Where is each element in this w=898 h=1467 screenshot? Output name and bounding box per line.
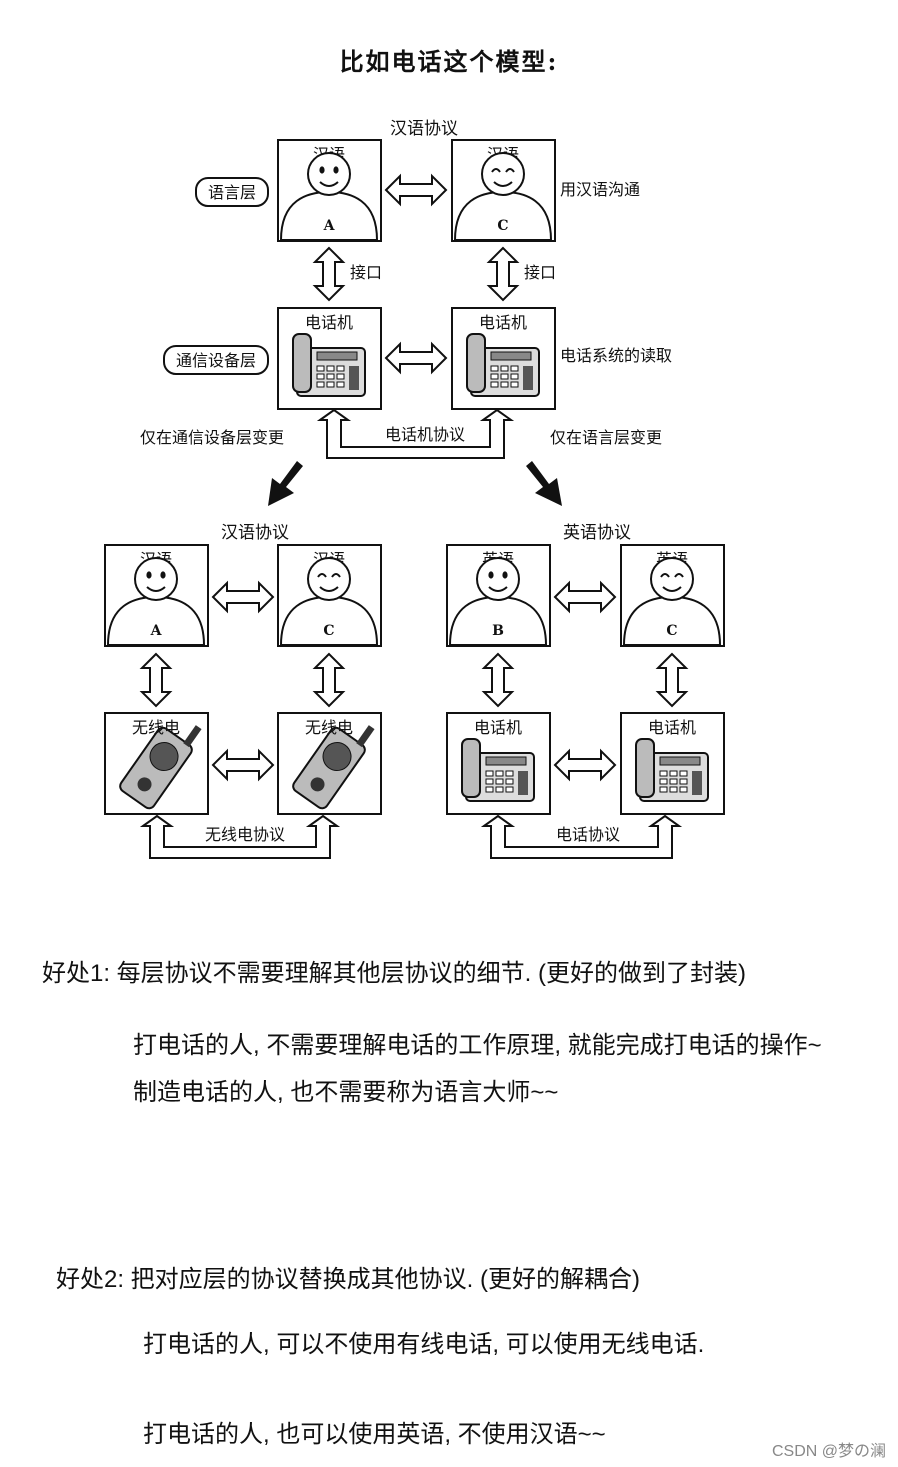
double-arrow-icon — [212, 582, 274, 612]
arrow-down-right-icon — [526, 461, 562, 506]
watermark: CSDN @梦の澜 — [771, 1443, 886, 1460]
device-box-br-1: 电话机 — [446, 712, 551, 815]
double-arrow-icon — [212, 750, 274, 780]
double-arrow-icon — [554, 750, 616, 780]
double-arrow-icon — [483, 653, 513, 707]
layer-badge-comm — [163, 345, 269, 375]
person-box-bl-1: 汉语 A — [104, 544, 209, 647]
device-box-bl-2: 无线电 — [277, 708, 382, 815]
double-arrow-icon — [657, 653, 687, 707]
device-note: 电话系统的读取 — [560, 346, 672, 365]
device-box-top-right: 电话机 — [451, 307, 556, 410]
benefit1-line1: 打电话的人, 不需要理解电话的工作原理, 就能完成打电话的操作~ — [133, 1032, 822, 1059]
layer-label-comm: 通信设备层 — [176, 351, 256, 370]
benefit2-line1: 打电话的人, 可以不使用有线电话, 可以使用无线电话. — [143, 1331, 705, 1358]
benefit1-line2: 制造电话的人, 也不需要称为语言大师~~ — [133, 1079, 559, 1106]
change-left-label: 仅在通信设备层变更 — [140, 428, 284, 447]
device-label: 无线电 — [305, 718, 353, 737]
device-label: 无线电 — [132, 718, 180, 737]
device-label: 电话机 — [648, 718, 696, 737]
person-letter: C — [666, 623, 677, 639]
device-box-bl-1: 无线电 — [104, 708, 209, 815]
person-letter: C — [497, 218, 508, 234]
layer-badge-language — [195, 177, 269, 207]
device-box-br-2: 电话机 — [620, 712, 725, 815]
protocol-bracket-arrow — [316, 408, 515, 459]
protocol-bracket-arrow — [480, 814, 683, 859]
double-arrow-icon — [385, 343, 447, 373]
double-arrow-icon — [141, 653, 171, 707]
phone-protocol-label: 电话机协议 — [385, 425, 465, 444]
double-arrow-icon — [488, 247, 518, 301]
double-arrow-icon — [314, 653, 344, 707]
br-protocol-label: 英语协议 — [563, 523, 631, 543]
top-protocol-label: 汉语协议 — [390, 119, 458, 139]
right-note: 用汉语沟通 — [560, 180, 640, 199]
device-box-top-left: 电话机 — [277, 307, 382, 410]
interface-label: 接口 — [524, 263, 556, 282]
benefit2-line2: 打电话的人, 也可以使用英语, 不使用汉语~~ — [143, 1421, 606, 1448]
double-arrow-icon — [314, 247, 344, 301]
benefit2-title: 好处2: 把对应层的协议替换成其他协议. (更好的解耦合) — [56, 1266, 641, 1293]
interface-label: 接口 — [350, 263, 382, 282]
device-label: 电话机 — [305, 313, 353, 332]
page-title: 比如电话这个模型: — [339, 47, 559, 76]
double-arrow-icon — [385, 175, 447, 205]
device-label: 电话机 — [479, 313, 527, 332]
person-letter: A — [150, 623, 163, 639]
person-box-top-right: 汉语 C — [451, 139, 556, 242]
device-label: 电话机 — [474, 718, 522, 737]
double-arrow-icon — [554, 582, 616, 612]
protocol-bracket-arrow — [139, 814, 341, 859]
bl-device-protocol: 无线电协议 — [205, 825, 285, 844]
person-box-top-left: 汉语 A — [277, 139, 382, 242]
person-letter: A — [323, 218, 336, 234]
change-right-label: 仅在语言层变更 — [550, 428, 662, 447]
person-box-br-1: 英语 B — [446, 544, 551, 647]
person-box-br-2: 英语 C — [620, 544, 725, 647]
person-letter: C — [323, 623, 334, 639]
arrow-down-left-icon — [268, 461, 303, 506]
bl-protocol-label: 汉语协议 — [221, 523, 289, 543]
layer-label-language: 语言层 — [208, 183, 256, 202]
benefit1-title: 好处1: 每层协议不需要理解其他层协议的细节. (更好的做到了封装) — [42, 960, 747, 987]
person-box-bl-2: 汉语 C — [277, 544, 382, 647]
person-letter: B — [492, 623, 504, 639]
br-device-protocol: 电话协议 — [556, 825, 620, 844]
protocol-layer-diagram: 汉语协议 汉语 A 汉语 C 语言层 用汉语沟通 接口 接口 电话机 电话机 通… — [104, 119, 725, 859]
